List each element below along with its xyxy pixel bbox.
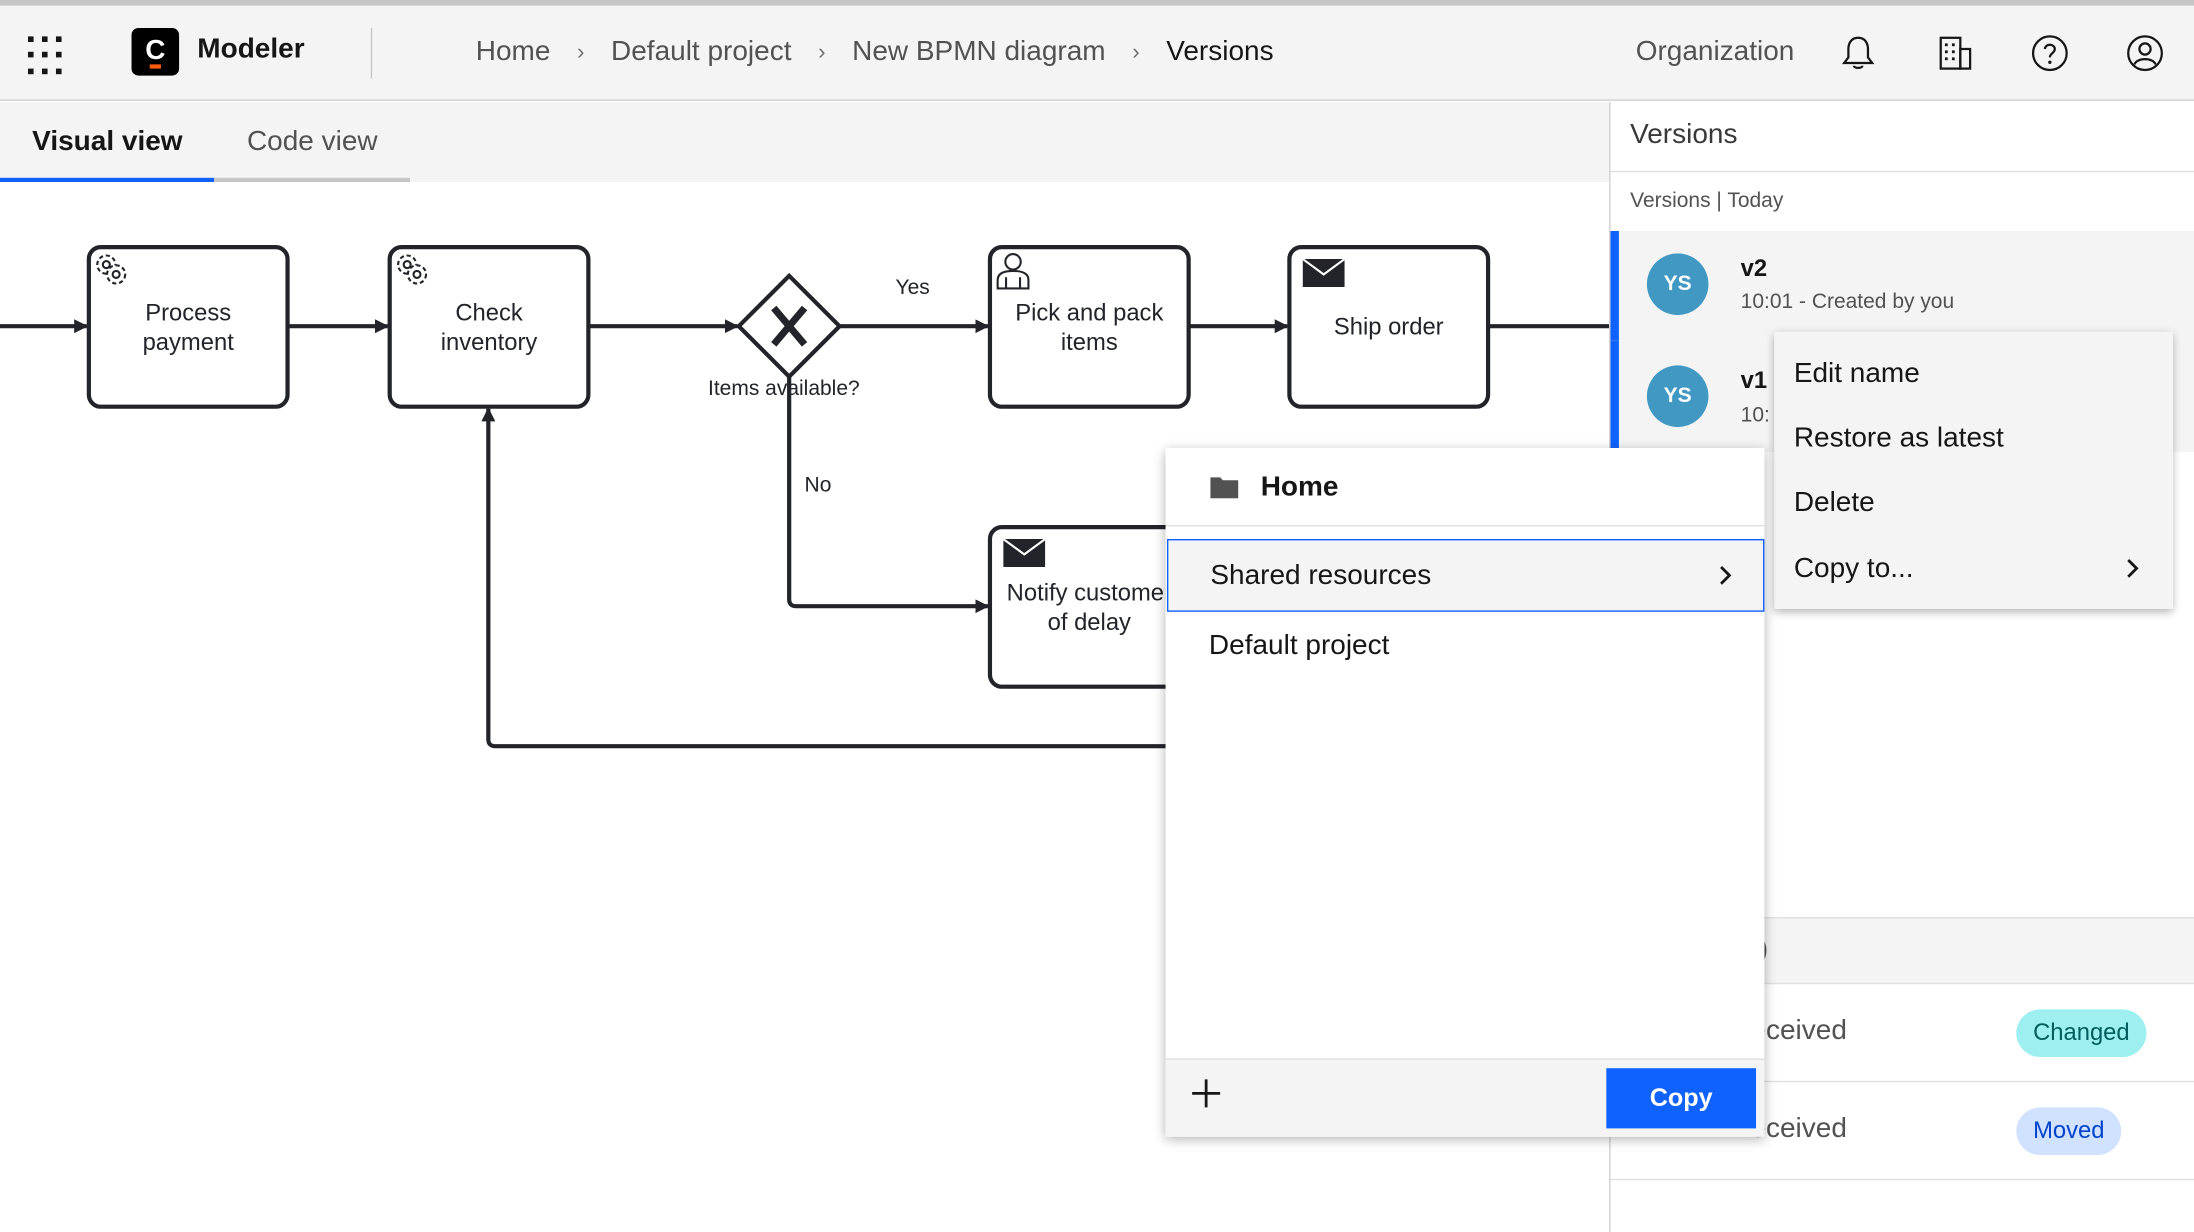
breadcrumb-diagram[interactable]: New BPMN diagram [852, 36, 1106, 68]
sequence-flows [0, 272, 1610, 749]
task-label: Process payment [142, 298, 234, 355]
task-label: Pick and pack items [1015, 298, 1164, 355]
copy-to-dialog: Home Shared resources Default project Co… [1165, 448, 1765, 1137]
organization-link[interactable]: Organization [1635, 36, 1795, 68]
organization-building-icon[interactable] [1935, 34, 1974, 73]
folder-item-shared-resources[interactable]: Shared resources [1166, 539, 1765, 612]
top-header: C Modeler Home › Default project › New B… [0, 0, 2194, 101]
exclusive-gateway[interactable] [735, 272, 843, 380]
versions-date-header: Versions | Today [1630, 189, 1784, 213]
flow-label-yes: Yes [895, 275, 930, 300]
user-task-person-icon [996, 253, 1030, 290]
version-item-v2[interactable]: YS v2 10:01 - Created by you [1610, 231, 2194, 341]
task-label: Check inventory [440, 298, 538, 355]
tabs-background [0, 102, 1610, 182]
panel-divider [1610, 170, 2194, 173]
task-notify-customer[interactable]: Notify customer of delay [987, 525, 1191, 689]
add-folder-plus-icon[interactable] [1191, 1078, 1222, 1109]
version-name: v2 [1740, 254, 1768, 282]
version-meta: 10:01 - Created by you [1740, 289, 1955, 314]
app-name: Modeler [197, 33, 305, 65]
menu-item-restore[interactable]: Restore as latest [1793, 422, 2004, 454]
moved-tag: Moved [2016, 1107, 2122, 1155]
task-process-payment[interactable]: Process payment [86, 245, 290, 409]
header-divider [370, 28, 373, 79]
help-icon[interactable] [2030, 34, 2069, 73]
service-task-gear-icon [397, 254, 428, 285]
task-label: Ship order [1333, 313, 1444, 341]
breadcrumb-versions: Versions [1166, 36, 1274, 68]
tab-code-view[interactable]: Code view [214, 102, 410, 182]
breadcrumb-separator-icon: › [1132, 39, 1140, 64]
user-profile-icon[interactable] [2125, 34, 2164, 73]
view-tabs: Visual view Code view [0, 102, 410, 182]
folder-label: Default project [1208, 630, 1390, 661]
chevron-right-icon[interactable] [1715, 563, 1735, 588]
folder-icon [1210, 477, 1239, 499]
changed-tag: Changed [2016, 1009, 2147, 1057]
change-text: eceived [1750, 1113, 1847, 1144]
notification-bell-icon[interactable] [1839, 34, 1878, 73]
change-item[interactable]: eceived Moved [1610, 1082, 2194, 1181]
folder-label: Shared resources [1210, 560, 1432, 591]
breadcrumb-home[interactable]: Home [475, 36, 551, 68]
avatar: YS [1646, 365, 1709, 427]
change-text: eceived [1750, 1015, 1847, 1046]
flow-label-no: No [804, 473, 832, 497]
breadcrumb-project[interactable]: Default project [611, 36, 792, 68]
task-label: Notify customer of delay [1006, 578, 1172, 635]
version-meta: 10: [1740, 403, 1770, 427]
bpmn-canvas[interactable]: Process payment Check inventory Pick and… [0, 182, 1610, 1232]
change-item[interactable]: eceived Changed [1610, 984, 2194, 1083]
task-ship-order[interactable]: Ship order [1287, 245, 1491, 409]
dialog-location-header: Home [1165, 448, 1765, 527]
panel-title: Versions [1630, 119, 1738, 150]
send-task-envelope-icon [1302, 259, 1345, 287]
task-pick-and-pack[interactable]: Pick and pack items [987, 245, 1191, 409]
breadcrumb: Home › Default project › New BPMN diagra… [476, 36, 1274, 68]
menu-item-delete[interactable]: Delete [1793, 487, 1875, 518]
menu-item-edit-name[interactable]: Edit name [1793, 358, 1920, 390]
version-context-menu: Edit name Restore as latest Delete Copy … [1774, 331, 2174, 609]
folder-item-default-project[interactable]: Default project [1167, 610, 1764, 683]
send-task-envelope-icon [1003, 539, 1046, 567]
breadcrumb-separator-icon: › [576, 39, 585, 64]
tab-visual-view[interactable]: Visual view [0, 102, 215, 182]
gateway-label: Items available? [708, 376, 860, 401]
chevron-right-icon [2127, 559, 2139, 578]
avatar: YS [1646, 253, 1709, 315]
service-task-gear-icon [96, 254, 127, 285]
app-switcher-icon[interactable] [27, 36, 67, 75]
task-check-inventory[interactable]: Check inventory [387, 245, 591, 409]
breadcrumb-separator-icon: › [818, 39, 826, 64]
copy-button[interactable]: Copy [1606, 1068, 1757, 1129]
menu-item-copy-to[interactable]: Copy to... [1793, 553, 1914, 584]
version-name: v1 [1740, 366, 1768, 394]
camunda-logo: C [131, 28, 180, 76]
current-location: Home [1260, 471, 1339, 503]
